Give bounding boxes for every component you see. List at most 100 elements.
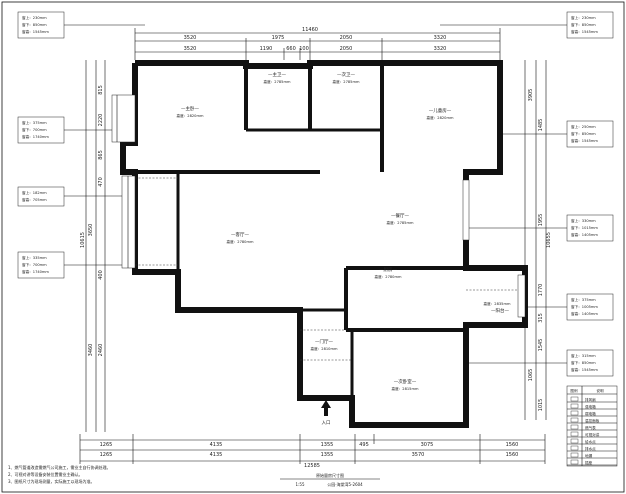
top-dim2-2: 1190 — [260, 46, 273, 52]
room-kitchen: —厨房— — [379, 266, 397, 273]
right-dim-7: 1065 — [528, 369, 534, 382]
room-dining: —餐厅— — [391, 212, 409, 219]
room-foyer: —门厅— — [315, 338, 333, 345]
note-left-2-a: 窗上：375mm — [22, 120, 47, 125]
balcony-window — [517, 274, 526, 318]
bottom-dim2-3: 1355 — [321, 452, 334, 458]
left-dim-5: 3650 — [88, 224, 94, 237]
entrance-label: 入口 — [322, 420, 331, 426]
note-right-4-b: 窗下：1005mm — [571, 304, 598, 309]
bottom-dimension-lines: 1265 4135 1355 495 3075 1560 1265 4135 1… — [79, 434, 546, 469]
left-dim-4: 470 — [98, 177, 104, 187]
walls — [111, 60, 528, 428]
left-dim-2: 2220 — [98, 114, 104, 127]
general-notes: 1、燃气管道改造需燃气公司施工，需业主自行协调处理。 2、可视对讲等设备安装位置… — [8, 464, 111, 484]
top-dim-2: 1975 — [272, 35, 285, 41]
note-box-left-2 — [17, 116, 65, 144]
note-box-right-3 — [566, 214, 614, 242]
right-dim-8: 1015 — [538, 399, 544, 412]
room-kids-bedroom: —儿童房— — [429, 107, 452, 114]
legend-item-label: 燃气表 — [585, 425, 596, 430]
legend-symbol-icon — [570, 410, 579, 416]
room-kitchen-height: 高度：2780mm — [375, 274, 402, 279]
legend-header-icon: 图例 — [570, 388, 578, 393]
bottom-total-dim: 12585 — [304, 463, 320, 469]
dining-window — [462, 179, 470, 241]
note-right-3-b: 窗下：1015mm — [571, 225, 598, 230]
note-line-2: 2、可视对讲等设备安装位置需业主确认。 — [8, 471, 83, 477]
note-left-3-b: 窗高：705mm — [22, 197, 47, 202]
bay-window-living — [121, 175, 136, 269]
room-balcony-height: 高度：2835mm — [484, 301, 511, 306]
bottom-dim-4: 495 — [359, 442, 369, 448]
note-box-right-5 — [566, 349, 614, 377]
note-right-1-c: 窗高：1545mm — [571, 29, 598, 34]
bottom-dim2-2: 4135 — [210, 452, 223, 458]
legend-symbol-icon — [570, 445, 579, 451]
right-dim-2: 3905 — [528, 89, 534, 102]
entrance-arrow-icon — [321, 400, 331, 416]
room-labels: —主卧— 高度：2820mm —主卫— 高度：2785mm —次卫— 高度：27… — [177, 71, 511, 391]
entrance-marker: 入口 — [321, 400, 331, 426]
room-foyer-height: 高度：2810mm — [311, 346, 338, 351]
room-kids-bedroom-height: 高度：2820mm — [427, 115, 454, 120]
room-master-bath-height: 高度：2785mm — [264, 79, 291, 84]
note-right-4-a: 窗上：375mm — [571, 297, 596, 302]
left-window-notes: 窗上：230mm 窗下：850mm 窗高：1545mm 窗上：375mm 窗下：… — [17, 11, 145, 279]
legend-item-label: 弱电箱 — [585, 411, 596, 416]
top-dim-4: 3320 — [434, 35, 447, 41]
legend-symbol-icon — [570, 438, 579, 444]
right-dim-6: 1545 — [538, 339, 544, 352]
legend-symbol-icon — [570, 403, 579, 409]
drawing-title: 原始量房尺寸图 — [316, 472, 344, 478]
legend-item-label: 温控面板 — [585, 418, 600, 423]
note-line-3: 3、图纸尺寸为现场测量，实际施工以现场为准。 — [8, 478, 95, 484]
bottom-dim-6: 1560 — [506, 442, 519, 448]
note-left-4-b: 窗下：700mm — [22, 262, 47, 267]
room-second-bath: —次卫— — [337, 71, 355, 78]
left-dim-8: 3460 — [88, 344, 94, 357]
left-dim-3: 865 — [98, 150, 104, 160]
legend-symbol-icon — [570, 396, 579, 402]
note-box-right-1 — [566, 11, 614, 39]
right-dimension-lines: 1485 3905 1955 1770 315 1545 1065 1015 1… — [524, 60, 552, 420]
right-dim-5: 315 — [538, 313, 544, 323]
room-master-bath: —主卫— — [268, 71, 286, 78]
legend-item-label: 强电箱 — [585, 404, 596, 409]
note-right-1-b: 窗下：850mm — [571, 22, 596, 27]
note-right-2-b: 窗下：850mm — [571, 131, 596, 136]
note-box-left-3 — [17, 186, 65, 207]
room-second-bath-height: 高度：2785mm — [333, 79, 360, 84]
room-second-bedroom: —次卧室— — [394, 378, 417, 385]
top-dim2-4: 100 — [299, 46, 309, 52]
bottom-dim-3: 1355 — [321, 442, 334, 448]
top-dim-1: 3520 — [184, 35, 197, 41]
right-dim-total: 10655 — [546, 232, 552, 248]
note-right-3-c: 窗高：1405mm — [571, 232, 598, 237]
note-right-5-c: 窗高：1545mm — [571, 367, 598, 372]
note-left-1-a: 窗上：230mm — [22, 15, 47, 20]
bottom-dim2-1: 1265 — [100, 452, 113, 458]
note-box-right-4 — [566, 293, 614, 321]
note-left-1-b: 窗下：850mm — [22, 22, 47, 27]
bottom-dim-5: 3075 — [421, 442, 434, 448]
legend-item-label: 可视对讲 — [585, 432, 600, 437]
room-living: —客厅— — [231, 231, 249, 238]
bottom-dim2-5: 1560 — [506, 452, 519, 458]
drawing-scale: 1:55 — [296, 482, 305, 487]
note-right-2-c: 窗高：1545mm — [571, 138, 598, 143]
note-left-3-a: 窗上：182mm — [22, 190, 47, 195]
right-dim-4: 1770 — [538, 284, 544, 297]
top-dim2-6: 3320 — [434, 46, 447, 52]
left-dim-total: 10615 — [80, 232, 86, 248]
room-second-bedroom-height: 高度：2815mm — [392, 386, 419, 391]
right-dim-1: 1485 — [538, 119, 544, 132]
legend-item-label: 地漏 — [585, 453, 593, 458]
room-living-height: 高度：2780mm — [227, 239, 254, 244]
bay-window-master — [111, 94, 136, 143]
top-dim2-5: 2050 — [340, 46, 353, 52]
top-total-dim: 11460 — [302, 27, 318, 33]
note-left-2-b: 窗下：700mm — [22, 127, 47, 132]
